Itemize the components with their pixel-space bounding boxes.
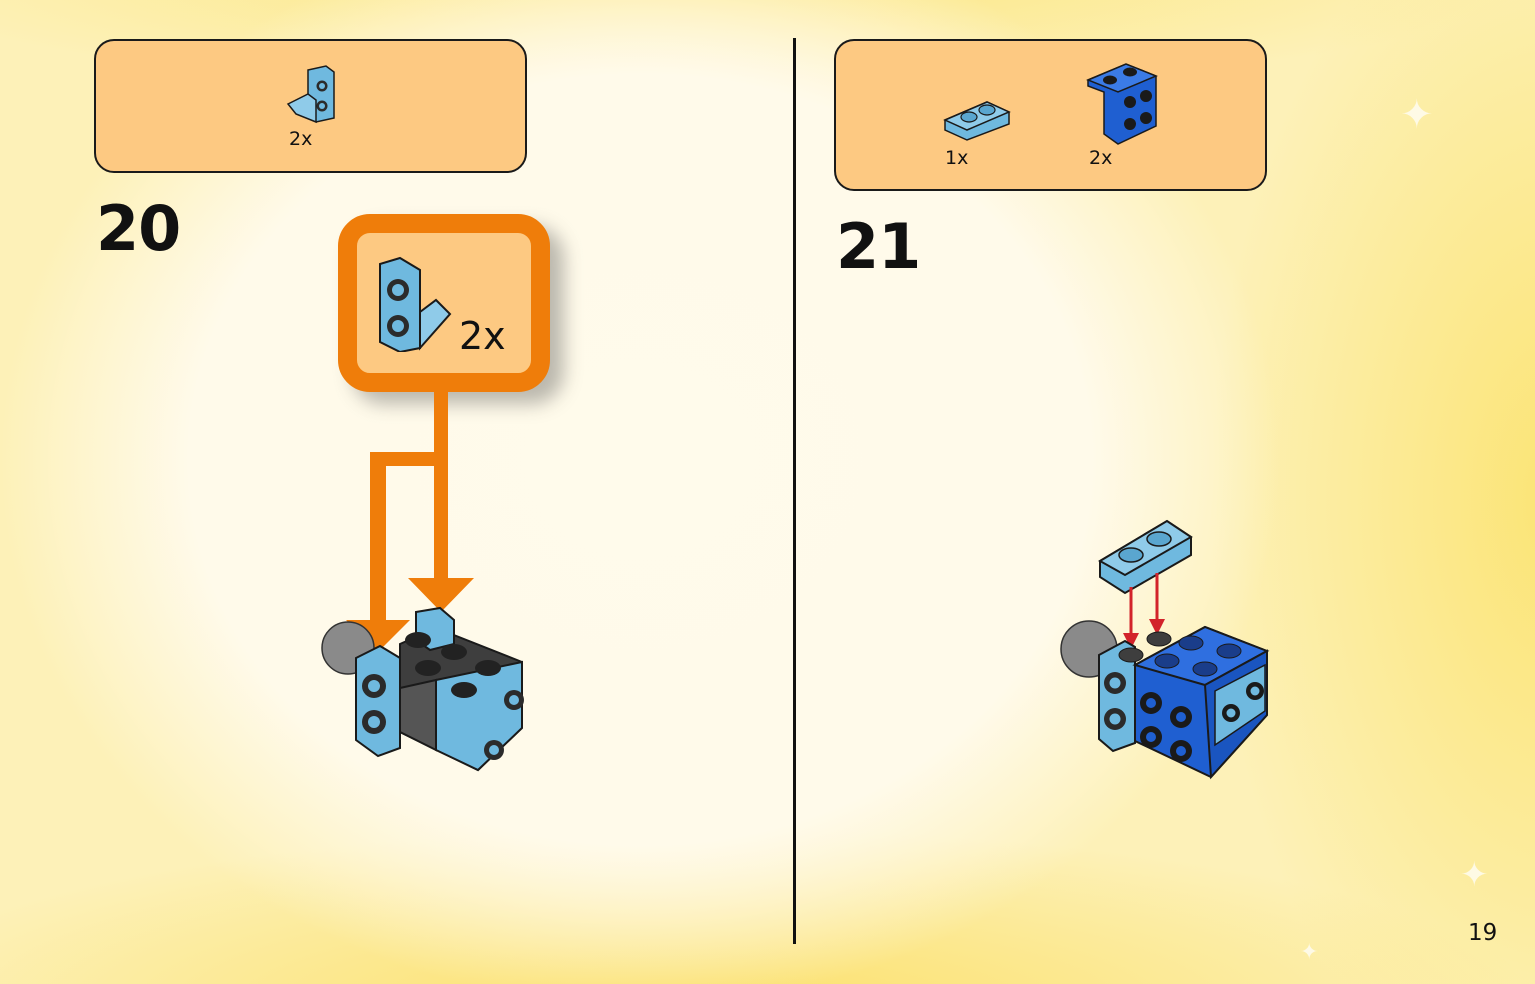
sparkle-decoration: ✦ — [1400, 92, 1434, 138]
step-20-callout-quantity: 2x — [459, 314, 506, 358]
step-20-callout-box — [338, 214, 550, 392]
sparkle-decoration: ✦ — [1460, 855, 1489, 895]
blue-bracket-icon — [1086, 63, 1158, 145]
step-21-part-2-quantity: 2x — [1089, 147, 1113, 169]
sparkle-decoration: ✦ — [1300, 940, 1319, 965]
step-20-part-quantity: 2x — [289, 128, 313, 150]
step-20-placement-arrows — [346, 390, 474, 652]
page-divider — [793, 38, 796, 944]
step-21-parts-box — [834, 39, 1267, 191]
light-blue-plate-1x2-icon — [943, 101, 1011, 141]
step-21-number: 21 — [836, 210, 921, 283]
light-blue-bracket-icon — [379, 256, 452, 352]
step-21-model — [1060, 519, 1270, 780]
step-20-model — [321, 606, 524, 772]
page-number: 19 — [1468, 920, 1498, 946]
light-blue-bracket-icon — [286, 65, 335, 124]
step-20-number: 20 — [96, 192, 181, 265]
step-21-part-1-quantity: 1x — [945, 147, 969, 169]
